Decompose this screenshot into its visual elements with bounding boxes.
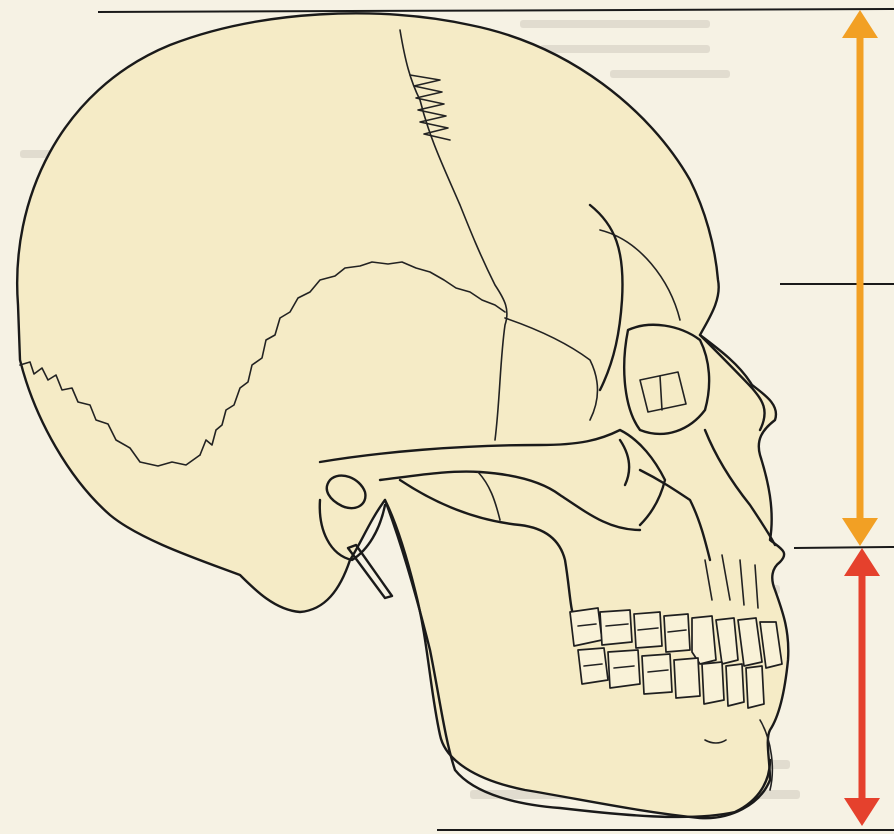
upper-molar-2: [600, 610, 632, 645]
lower-premolar-2: [674, 658, 700, 698]
lower-premolar-1: [642, 654, 672, 694]
nasal-reference-line: [794, 547, 894, 548]
upper-canine: [692, 616, 716, 664]
lower-molar-2: [608, 650, 640, 688]
upper-arrow-head-bottom: [842, 518, 878, 546]
lower-molar-1: [578, 648, 608, 684]
top-reference-line: [98, 9, 894, 12]
upper-molar-1: [570, 608, 602, 646]
lower-arrow-head-top: [844, 548, 880, 576]
upper-face-arrow: [842, 10, 878, 546]
lower-incisor-central: [746, 666, 764, 708]
lower-incisor-lateral: [726, 664, 744, 706]
cranium: [17, 13, 788, 818]
lower-canine: [702, 662, 724, 704]
upper-arrow-head-top: [842, 10, 878, 38]
lower-face-arrow: [844, 548, 880, 826]
lower-arrow-head-bottom: [844, 798, 880, 826]
upper-premolar-2: [664, 614, 690, 652]
